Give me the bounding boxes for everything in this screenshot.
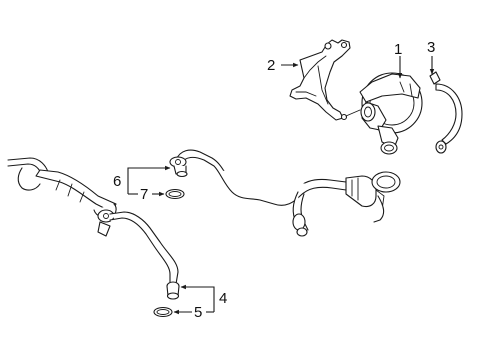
leader-lines [127, 56, 435, 315]
callout-2: 2 [267, 57, 275, 74]
mounting-bracket [289, 39, 351, 121]
callout-4: 4 [219, 290, 227, 307]
callout-5: 5 [194, 304, 202, 321]
callout-7: 7 [140, 186, 148, 203]
callout-6: 6 [113, 173, 121, 190]
callout-3: 3 [427, 39, 435, 56]
callout-1: 1 [394, 41, 402, 58]
lower-coolant-hose [7, 157, 180, 300]
mounting-strap [429, 71, 463, 154]
upper-coolant-hose [169, 149, 401, 237]
water-pump [340, 72, 423, 155]
